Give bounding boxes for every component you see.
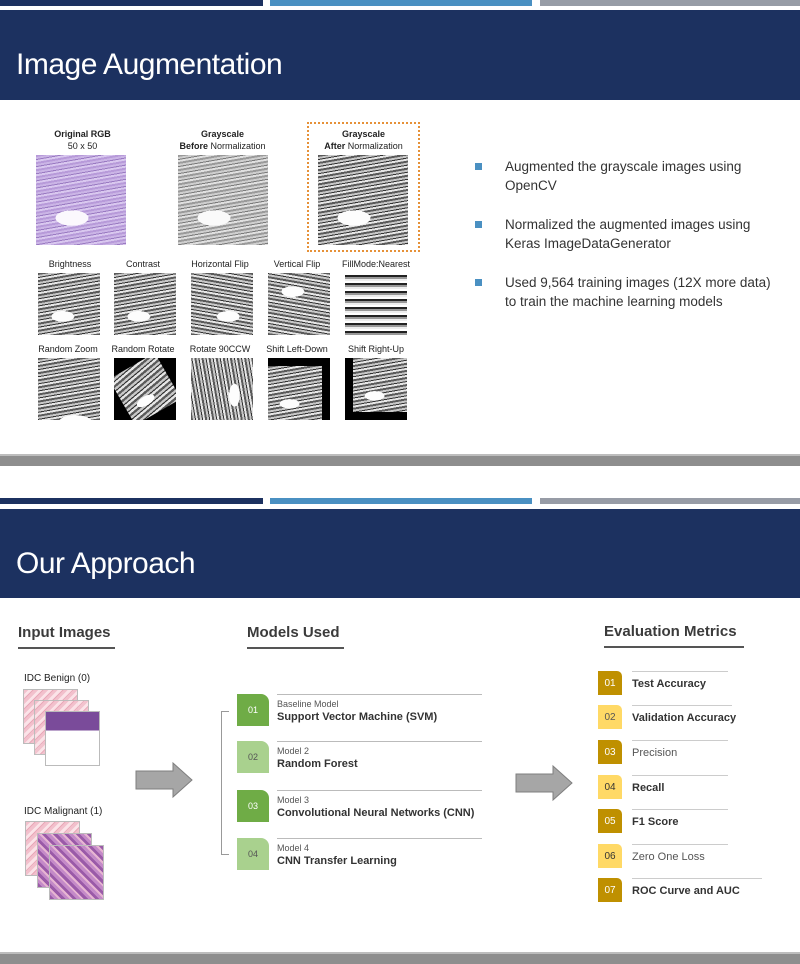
model-number-badge: 01 [237, 694, 269, 726]
label-random-rotate: Random Rotate [111, 344, 175, 354]
evaluation-metrics-heading: Evaluation Metrics [604, 623, 744, 648]
slide-title: Image Augmentation [16, 48, 283, 81]
bullet-item: Augmented the grayscale images using Ope… [475, 157, 775, 195]
model-item: 01 Baseline Model Support Vector Machine… [237, 694, 482, 728]
model-number-badge: 02 [237, 741, 269, 773]
slide2-title-band: Our Approach [0, 509, 800, 598]
slide-title: Our Approach [16, 547, 196, 580]
metric-item: 07 ROC Curve and AUC [598, 878, 768, 902]
fillmode-nearest-image [345, 273, 407, 335]
augmentation-bullets: Augmented the grayscale images using Ope… [475, 157, 775, 331]
contrast-image [114, 273, 176, 335]
metric-number-badge: 03 [598, 740, 622, 764]
benign-image-3 [45, 711, 100, 766]
slide-separator [0, 454, 800, 466]
label-random-zoom: Random Zoom [38, 344, 98, 354]
accent-bar-gray [540, 498, 800, 504]
caption-after-normalization: Grayscale After Normalization [324, 129, 403, 151]
malignant-label: IDC Malignant (1) [24, 806, 103, 817]
slide2-accent-bars [0, 498, 800, 504]
metric-number-badge: 05 [598, 809, 622, 833]
metric-item: 06 Zero One Loss [598, 844, 768, 868]
grayscale-before-image [178, 155, 268, 245]
caption-original: Original RGB 50 x 50 [54, 129, 111, 151]
random-rotate-image [114, 358, 176, 420]
metric-item: 05 F1 Score [598, 809, 768, 833]
label-shift-right-up: Shift Right-Up [347, 344, 405, 354]
square-bullet-icon [475, 221, 482, 228]
metric-item: 01 Test Accuracy [598, 671, 768, 695]
caption-before-normalization: Grayscale Before Normalization [179, 129, 266, 151]
benign-label: IDC Benign (0) [24, 673, 91, 684]
metric-number-badge: 01 [598, 671, 622, 695]
accent-bar-gray [540, 0, 800, 6]
model-item: 04 Model 4 CNN Transfer Learning [237, 838, 482, 872]
highlight-box [307, 122, 420, 252]
label-horizontal-flip: Horizontal Flip [191, 259, 249, 269]
model-item: 03 Model 3 Convolutional Neural Networks… [237, 790, 482, 824]
model-item: 02 Model 2 Random Forest [237, 741, 482, 775]
model-number-badge: 04 [237, 838, 269, 870]
metric-number-badge: 06 [598, 844, 622, 868]
right-arrow-icon [135, 761, 193, 799]
malignant-image-3 [49, 845, 104, 900]
horizontal-flip-image [191, 273, 253, 335]
square-bullet-icon [475, 279, 482, 286]
model-number-badge: 03 [237, 790, 269, 822]
models-used-heading: Models Used [247, 624, 344, 649]
accent-bar-navy [0, 498, 263, 504]
metric-item: 04 Recall [598, 775, 768, 799]
metric-number-badge: 07 [598, 878, 622, 902]
square-bullet-icon [475, 163, 482, 170]
brightness-image [38, 273, 100, 335]
input-images-heading: Input Images [18, 624, 115, 649]
label-shift-left-down: Shift Left-Down [266, 344, 328, 354]
rotate-90ccw-image [191, 358, 253, 420]
metric-item: 02 Validation Accuracy [598, 705, 768, 729]
random-zoom-image [38, 358, 100, 420]
slide1-title-band: Image Augmentation [0, 10, 800, 100]
accent-bar-navy [0, 0, 263, 6]
original-rgb-image [36, 155, 126, 245]
label-vertical-flip: Vertical Flip [273, 259, 321, 269]
label-fillmode-nearest: FillMode:Nearest [341, 259, 411, 269]
slide-separator [0, 952, 800, 964]
label-brightness: Brightness [48, 259, 92, 269]
right-arrow-icon [515, 764, 573, 802]
bullet-item: Normalized the augmented images using Ke… [475, 215, 775, 253]
bullet-item: Used 9,564 training images (12X more dat… [475, 273, 775, 311]
accent-bar-blue [270, 0, 532, 6]
accent-bar-blue [270, 498, 532, 504]
metric-number-badge: 02 [598, 705, 622, 729]
label-rotate-90ccw: Rotate 90CCW [189, 344, 251, 354]
metric-number-badge: 04 [598, 775, 622, 799]
shift-left-down-image [268, 358, 330, 420]
label-contrast: Contrast [125, 259, 160, 269]
metric-item: 03 Precision [598, 740, 768, 764]
grayscale-after-image [318, 155, 408, 245]
slide1-accent-bars [0, 0, 800, 6]
vertical-flip-image [268, 273, 330, 335]
shift-right-up-image [345, 358, 407, 420]
models-bracket [221, 711, 229, 855]
